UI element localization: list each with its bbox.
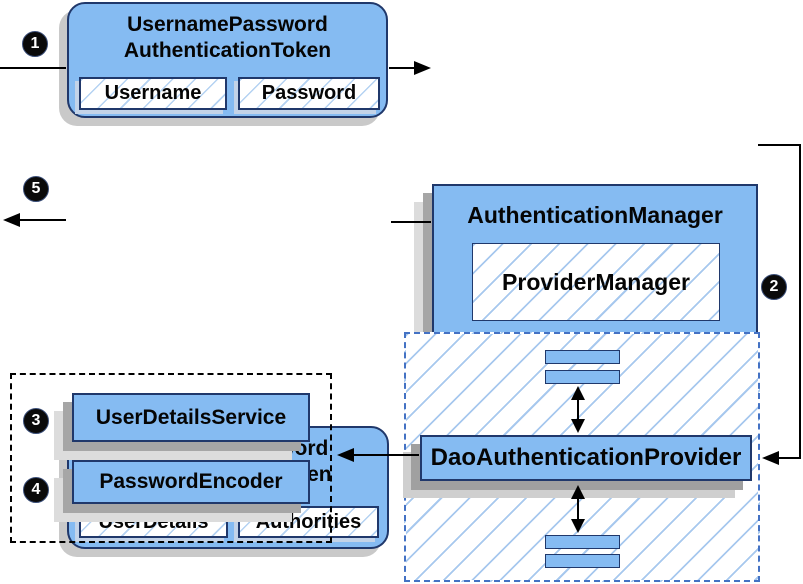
request-token-box: UsernamePassword AuthenticationToken Use… (67, 2, 388, 118)
username-field-box: Username (79, 77, 227, 110)
dao-authentication-provider-box: DaoAuthenticationProvider (420, 435, 752, 481)
provider-placeholder-bar (545, 535, 620, 549)
password-field-box: Password (238, 77, 380, 110)
provider-placeholder-bar (545, 370, 620, 384)
manager-to-provider-arrowhead (762, 451, 779, 465)
provider-manager-box: ProviderManager (472, 243, 720, 321)
token-to-manager-arrowhead (414, 61, 431, 75)
user-details-service-box: UserDetailsService (72, 393, 310, 442)
provider-placeholder-bar (545, 554, 620, 568)
step-1-badge: 1 (22, 31, 48, 57)
password-encoder-box: PasswordEncoder (72, 460, 310, 504)
services-group: UserDetailsService PasswordEncoder (10, 373, 332, 543)
response-token-title-line1: UsernamePassword (127, 437, 329, 460)
user-details-field-box: UserDetails (79, 506, 228, 538)
step-2-badge: 2 (761, 274, 787, 300)
request-token-title: UsernamePassword AuthenticationToken (69, 12, 386, 64)
provider-placeholder-bar (545, 350, 620, 364)
authentication-manager-title: AuthenticationManager (467, 202, 723, 228)
manager-to-provider-connector (758, 144, 801, 459)
outgoing-response-arrowhead (3, 213, 20, 227)
authorities-field-box: Authorities (238, 506, 379, 538)
step-4-badge: 4 (23, 477, 49, 503)
step-5-badge: 5 (23, 176, 49, 202)
step-3-badge: 3 (23, 408, 49, 434)
authentication-providers-group: DaoAuthenticationProvider (404, 332, 760, 582)
authentication-manager-box: AuthenticationManager ProviderManager (432, 184, 758, 337)
request-token-title-line1: UsernamePassword (127, 13, 328, 36)
request-token-title-line2: AuthenticationToken (123, 39, 332, 62)
